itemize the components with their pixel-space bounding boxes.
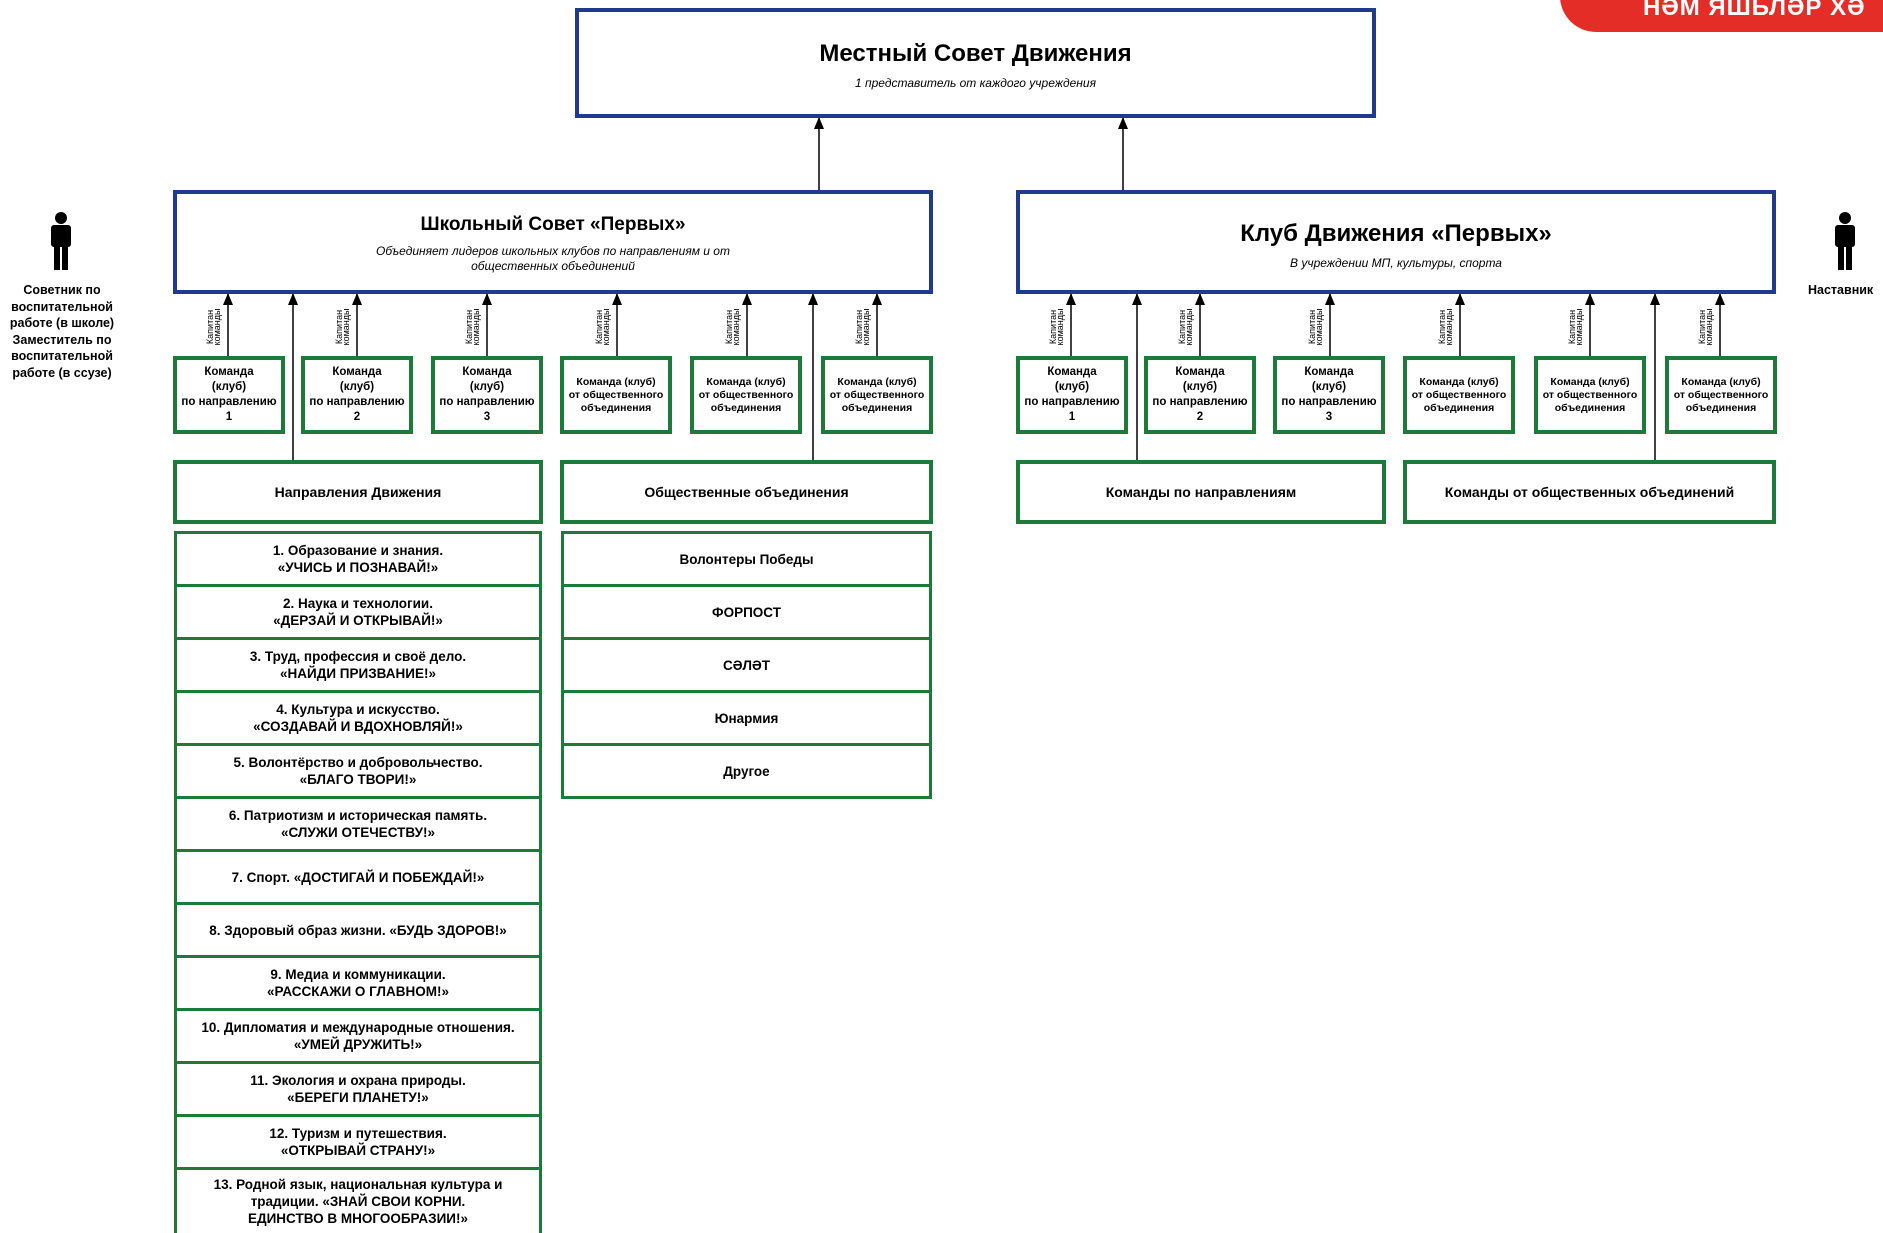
direction-item: 4. Культура и искусство.«СОЗДАВАЙ И ВДОХ… xyxy=(177,693,539,746)
public-item: СӘЛӘТ xyxy=(564,640,929,693)
direction-item: 12. Туризм и путешествия.«ОТКРЫВАЙ СТРАН… xyxy=(177,1117,539,1170)
advisor-label-line: работе (в ссузе) xyxy=(12,365,112,380)
school-council-subtitle-line: Объединяет лидеров школьных клубов по на… xyxy=(376,244,730,258)
banner-text: НӘМ ЯШЬЛӘР ХӘ xyxy=(1643,0,1866,21)
brand-banner: НӘМ ЯШЬЛӘР ХӘ xyxy=(1560,0,1883,32)
directions-list: 1. Образование и знания.«УЧИСЬ И ПОЗНАВА… xyxy=(174,531,542,1233)
directions-category: Направления Движения xyxy=(173,460,543,524)
direction-item: 8. Здоровый образ жизни. «БУДЬ ЗДОРОВ!» xyxy=(177,905,539,958)
public-list: Волонтеры Победы ФОРПОСТ СӘЛӘТ Юнармия Д… xyxy=(561,531,932,799)
advisor-label-line: воспитательной xyxy=(11,299,113,314)
school-council-subtitle: Объединяет лидеров школьных клубов по на… xyxy=(177,244,929,274)
local-council-box: Местный Совет Движения 1 представитель о… xyxy=(575,8,1376,118)
advisor-label-line: воспитательной xyxy=(11,349,113,363)
public-item: Юнармия xyxy=(564,693,929,746)
mentor-label: Наставник xyxy=(1808,283,1874,297)
advisor-label-line: работе (в школе) xyxy=(9,316,115,330)
direction-item: 13. Родной язык, национальная культура и… xyxy=(177,1170,539,1233)
advisor-label: Советник по воспитательной работе (в шко… xyxy=(0,282,124,381)
direction-item: 11. Экология и охрана природы.«БЕРЕГИ ПЛ… xyxy=(177,1064,539,1117)
local-council-subtitle: 1 представитель от каждого учреждения xyxy=(855,76,1096,90)
person-icon xyxy=(48,212,74,275)
club-directions-category: Команды по направлениям xyxy=(1016,460,1386,524)
direction-item: 5. Волонтёрство и добровольчество.«БЛАГО… xyxy=(177,746,539,799)
public-item: Другое xyxy=(564,746,929,799)
club-box: Клуб Движения «Первых» В учреждении МП, … xyxy=(1016,190,1776,294)
public-item: ФОРПОСТ xyxy=(564,587,929,640)
direction-item: 7. Спорт. «ДОСТИГАЙ И ПОБЕЖДАЙ!» xyxy=(177,852,539,905)
school-council-subtitle-line: общественных объединений xyxy=(471,259,635,273)
school-council-box: Школьный Совет «Первых» Объединяет лидер… xyxy=(173,190,933,294)
person-icon xyxy=(1832,212,1858,275)
public-item: Волонтеры Победы xyxy=(564,534,929,587)
direction-item: 3. Труд, профессия и своё дело.«НАЙДИ ПР… xyxy=(177,640,539,693)
direction-item: 2. Наука и технологии.«ДЕРЗАЙ И ОТКРЫВАЙ… xyxy=(177,587,539,640)
direction-item: 6. Патриотизм и историческая память.«СЛУ… xyxy=(177,799,539,852)
public-category: Общественные объединения xyxy=(560,460,933,524)
advisor-label-line: Заместитель по xyxy=(12,332,112,347)
direction-item: 9. Медиа и коммуникации.«РАССКАЖИ О ГЛАВ… xyxy=(177,958,539,1011)
club-title: Клуб Движения «Первых» xyxy=(1240,220,1552,247)
club-subtitle: В учреждении МП, культуры, спорта xyxy=(1290,256,1502,270)
direction-item: 10. Дипломатия и международные отношения… xyxy=(177,1011,539,1064)
club-public-category: Команды от общественных объединений xyxy=(1403,460,1776,524)
advisor-label-line: Советник по xyxy=(23,283,101,297)
local-council-title: Местный Совет Движения xyxy=(819,40,1132,67)
school-council-title: Школьный Совет «Первых» xyxy=(420,214,686,235)
direction-item: 1. Образование и знания.«УЧИСЬ И ПОЗНАВА… xyxy=(177,534,539,587)
